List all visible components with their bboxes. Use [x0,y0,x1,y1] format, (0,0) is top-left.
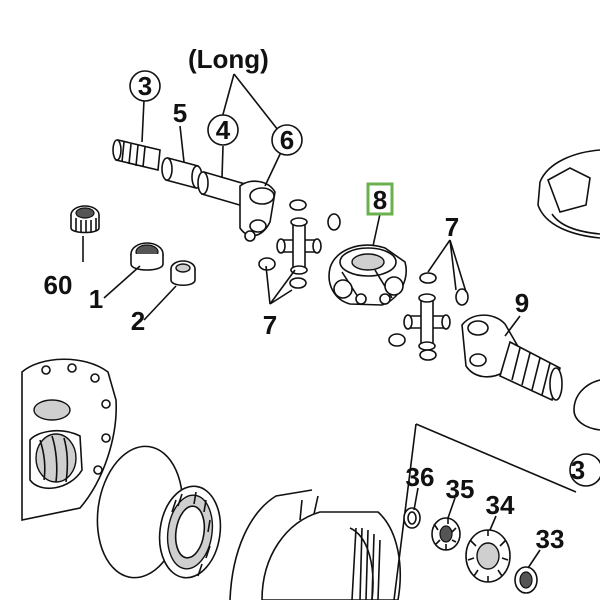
leader-lines [82,73,541,569]
callout-6: 6 [280,125,294,155]
callout-2: 2 [131,306,145,336]
part-5-sleeve [161,156,203,190]
part-3-splined-shaft [112,139,161,171]
callout-34: 34 [486,490,515,520]
o-rings-left [258,199,341,289]
callout-1: 1 [89,284,103,314]
part-60-needle-bearing [70,205,100,234]
flange-hub-large [21,358,117,521]
callout-3-right-circle [569,453,600,487]
callout-36: 36 [406,462,435,492]
callout-8-highlight [366,182,394,216]
callout-4-circle [207,114,239,146]
part-9-yoke-shaft [461,314,563,402]
callout-3: 3 [138,71,152,101]
part-1-bearing [130,242,164,271]
o-rings-right [388,272,469,361]
callout-9: 9 [515,288,529,318]
cross-spider-right [403,293,451,351]
callout-60: 60 [44,270,73,300]
callout-3-circle [129,70,161,102]
cross-spider-left [276,217,322,275]
callout-long: (Long) [188,44,269,74]
large-bearing-race [158,485,222,579]
part-8-center-housing [328,244,407,306]
callout-33: 33 [536,524,565,554]
part-36-ring [403,507,421,529]
callout-35: 35 [446,474,475,504]
callout-labels: (Long) 3 5 4 6 8 7 7 9 60 1 2 3 36 35 34… [44,44,600,554]
callout-7-right: 7 [445,212,459,242]
callout-8: 8 [373,185,387,215]
callout-5: 5 [173,98,187,128]
ring-gear-drum [229,489,401,600]
housing-partial-top-right [537,149,600,239]
callout-4: 4 [216,115,231,145]
ring-partial-right [573,379,600,431]
part-34-gear [465,529,511,583]
part-33-ring [514,566,538,594]
part-35-small-gear [431,517,461,551]
callout-6-circle [271,124,303,156]
part-6-yoke [239,180,276,242]
part-2-bushing [170,260,196,287]
callout-7-left: 7 [263,310,277,340]
callout-3-right: 3 [571,455,585,485]
